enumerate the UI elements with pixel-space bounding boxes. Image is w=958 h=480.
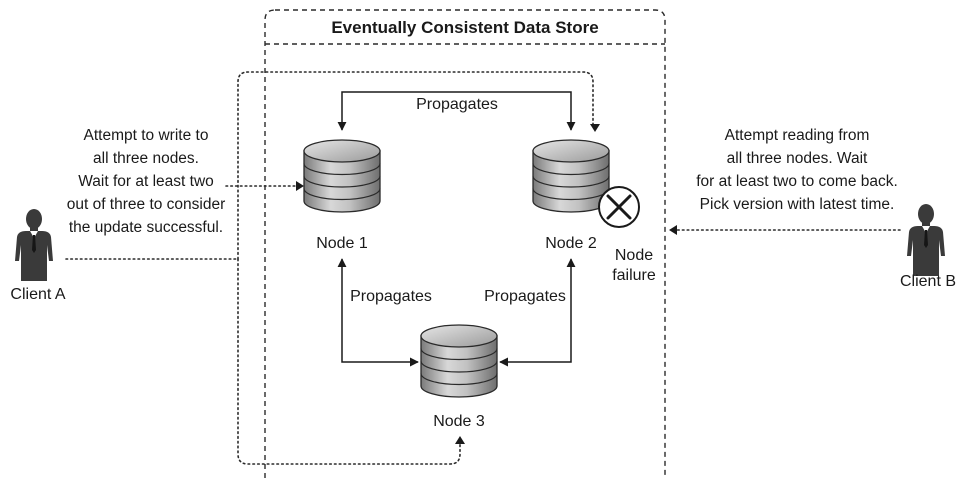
client-a-note-line: Wait for at least two	[78, 173, 214, 190]
write-arrowhead-node3	[455, 436, 465, 444]
write-path-loop	[237, 71, 594, 260]
database-cylinder-icon	[303, 139, 381, 213]
client-b-label: Client B	[900, 273, 956, 290]
propagation-edges: Propagates Propagates Propagates	[337, 91, 576, 367]
write-path-node3	[237, 258, 461, 465]
node-3-label: Node 3	[433, 413, 485, 430]
client-b-read-path	[669, 225, 901, 235]
client-b-note: Attempt reading from all three nodes. Wa…	[696, 127, 898, 213]
client-a-note: Attempt to write to all three nodes. Wai…	[67, 127, 226, 236]
node-failure-marker: Node failure	[598, 186, 656, 284]
edge-node1-node3-label: Propagates	[350, 288, 432, 305]
node-2: Node 2	[532, 139, 610, 252]
client-a-write-paths	[65, 71, 600, 465]
data-store-border	[264, 9, 666, 478]
node-1: Node 1	[303, 139, 381, 252]
client-a-label: Client A	[10, 286, 65, 303]
x-circle-icon	[598, 186, 640, 228]
client-a-note-line: all three nodes.	[93, 150, 199, 167]
person-silhouette-icon	[15, 209, 53, 281]
read-arrowhead	[669, 225, 677, 235]
edge-node1-node3	[337, 258, 419, 367]
edge-node2-node3	[499, 258, 576, 367]
node-2-label: Node 2	[545, 235, 597, 252]
edge-node1-node2	[337, 91, 576, 131]
write-arrowhead-node1	[296, 181, 304, 191]
client-b: Client B Attempt reading from all three …	[696, 127, 956, 290]
client-a-note-line: out of three to consider	[67, 196, 226, 213]
client-b-note-line: all three nodes. Wait	[727, 150, 868, 167]
database-cylinder-icon	[532, 139, 610, 213]
data-store-frame: Eventually Consistent Data Store	[264, 9, 666, 478]
edge-node1-node2-label: Propagates	[416, 96, 498, 113]
database-cylinder-icon	[420, 324, 498, 398]
node-1-label: Node 1	[316, 235, 368, 252]
client-a: Client A Attempt to write to all three n…	[10, 127, 225, 303]
node-3: Node 3	[420, 324, 498, 430]
node-failure-label-line2: failure	[612, 267, 656, 284]
client-b-note-line: Pick version with latest time.	[700, 196, 895, 213]
client-b-note-line: for at least two to come back.	[696, 173, 898, 190]
client-a-note-line: the update successful.	[69, 219, 223, 236]
data-store-title: Eventually Consistent Data Store	[331, 18, 598, 37]
write-arrowhead-node2	[590, 124, 600, 132]
person-silhouette-icon	[907, 204, 945, 276]
edge-node2-node3-label: Propagates	[484, 288, 566, 305]
client-a-note-line: Attempt to write to	[84, 127, 209, 144]
client-b-note-line: Attempt reading from	[725, 127, 870, 144]
node-failure-label-line1: Node	[615, 247, 653, 264]
